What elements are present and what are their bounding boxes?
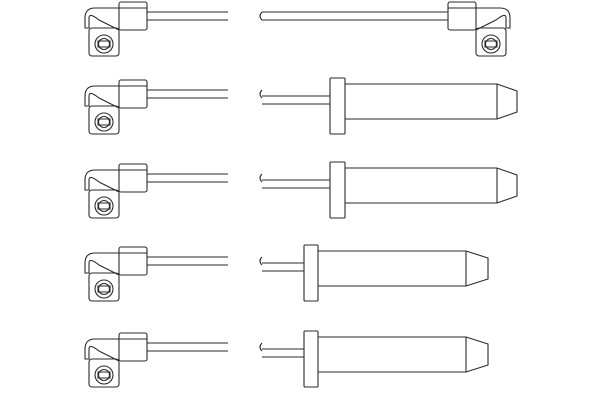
terminal-housing	[476, 28, 506, 56]
cable-break-cap	[260, 257, 262, 265]
boot-sleeve	[119, 247, 147, 275]
boot-sleeve	[448, 2, 476, 30]
wire-5	[85, 331, 488, 387]
wire-3	[85, 162, 517, 218]
plug-body	[318, 337, 488, 372]
cable-break-cap	[260, 12, 262, 20]
right-angle-boot	[85, 333, 147, 387]
wire-4	[85, 245, 488, 301]
terminal-ring-inner	[99, 201, 110, 212]
terminal-contacts	[98, 372, 110, 378]
terminal-housing	[89, 273, 119, 301]
plug-body	[345, 168, 517, 203]
terminal-ring-outer	[95, 197, 113, 215]
terminal-housing	[89, 106, 119, 134]
plug-body	[345, 84, 517, 119]
cable-break-cap	[260, 174, 262, 182]
terminal-ring-inner	[486, 39, 497, 50]
boot-sleeve	[119, 333, 147, 361]
wire-1	[85, 2, 510, 56]
terminal-contacts	[98, 286, 110, 292]
boot-outline	[85, 86, 147, 108]
right-angle-boot	[85, 164, 147, 218]
terminal-housing	[89, 190, 119, 218]
terminal-ring-inner	[99, 284, 110, 295]
right-angle-boot	[85, 80, 147, 134]
boot-outline	[448, 8, 510, 30]
plug-flange	[304, 331, 318, 387]
plug-flange	[330, 78, 345, 134]
cable-break-cap	[260, 343, 262, 351]
boot-sleeve	[119, 2, 147, 30]
wire-2	[85, 78, 517, 134]
boot-outline	[85, 339, 147, 361]
terminal-contacts	[98, 41, 110, 47]
terminal-ring-inner	[99, 370, 110, 381]
plug-flange	[330, 162, 345, 218]
right-angle-boot	[85, 2, 147, 56]
terminal-contacts	[485, 41, 497, 47]
terminal-ring-outer	[95, 113, 113, 131]
terminal-ring-outer	[95, 280, 113, 298]
terminal-housing	[89, 28, 119, 56]
wires-layer	[85, 2, 517, 387]
terminal-housing	[89, 359, 119, 387]
right-angle-boot	[448, 2, 510, 56]
terminal-ring-outer	[482, 35, 500, 53]
terminal-ring-outer	[95, 366, 113, 384]
boot-sleeve	[119, 80, 147, 108]
boot-outline	[85, 170, 147, 192]
boot-sleeve	[119, 164, 147, 192]
right-angle-boot	[85, 247, 147, 301]
terminal-ring-inner	[99, 39, 110, 50]
terminal-ring-inner	[99, 117, 110, 128]
terminal-contacts	[98, 203, 110, 209]
plug-flange	[304, 245, 318, 301]
terminal-ring-outer	[95, 35, 113, 53]
plug-body	[318, 251, 488, 286]
boot-outline	[85, 253, 147, 275]
terminal-contacts	[98, 119, 110, 125]
boot-outline	[85, 8, 147, 30]
cable-break-cap	[260, 90, 262, 98]
